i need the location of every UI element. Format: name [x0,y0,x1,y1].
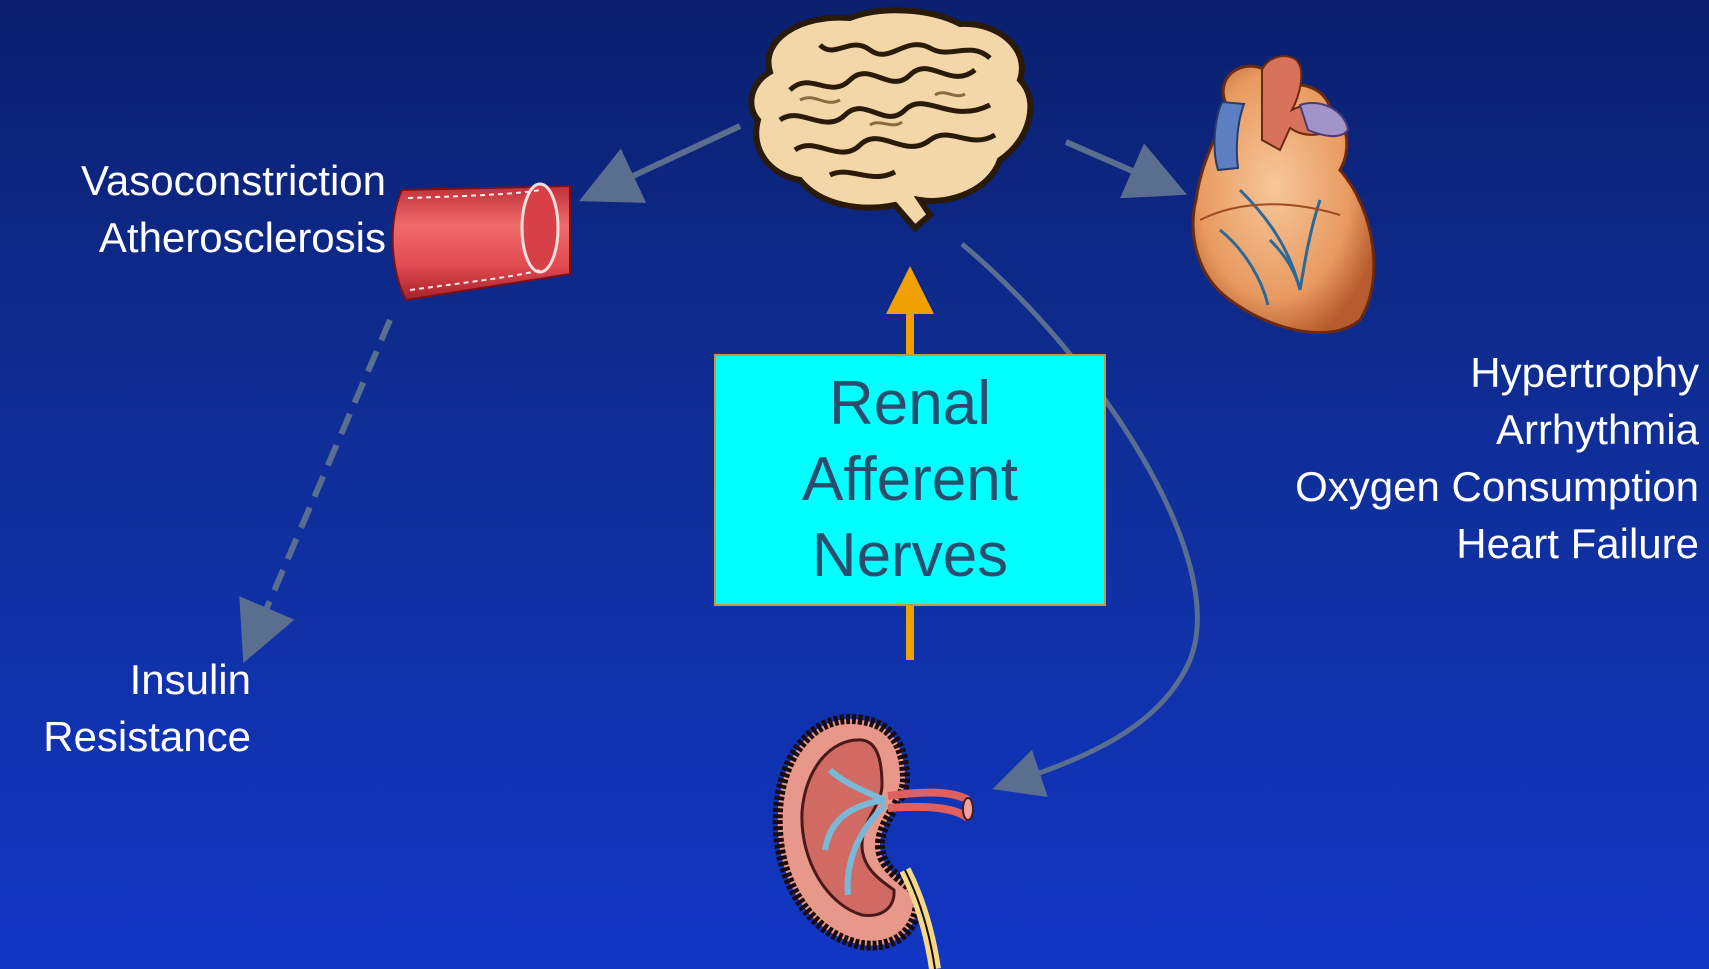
brain-icon [751,10,1030,228]
metabolic-effect-line: Resistance [43,708,251,765]
renal-afferent-nerves-box: Renal Afferent Nerves [714,354,1106,606]
cardiac-effect-line: Oxygen Consumption [1295,458,1699,515]
arrow-brain-to-heart [1066,142,1176,190]
arrow-brain-to-vessel [590,126,740,196]
vessel-effect-line: Atherosclerosis [81,209,386,266]
metabolic-effect-line: Insulin [43,651,251,708]
cardiac-effect-line: Heart Failure [1295,515,1699,572]
metabolic-effects-label: Insulin Resistance [43,651,251,765]
vessel-effect-line: Vasoconstriction [81,152,386,209]
cardiac-effect-line: Arrhythmia [1295,401,1699,458]
vessel-effects-label: Vasoconstriction Atherosclerosis [81,152,386,266]
center-box-line: Nerves [812,518,1008,594]
center-box-line: Afferent [802,442,1018,518]
arrow-vessel-to-insulin [248,320,390,652]
heart-icon [1193,56,1374,332]
blood-vessel-icon [393,184,570,300]
cardiac-effects-label: Hypertrophy Arrhythmia Oxygen Consumptio… [1295,344,1699,572]
cardiac-effect-line: Hypertrophy [1295,344,1699,401]
center-box-line: Renal [829,366,991,442]
kidney-icon [778,719,973,969]
